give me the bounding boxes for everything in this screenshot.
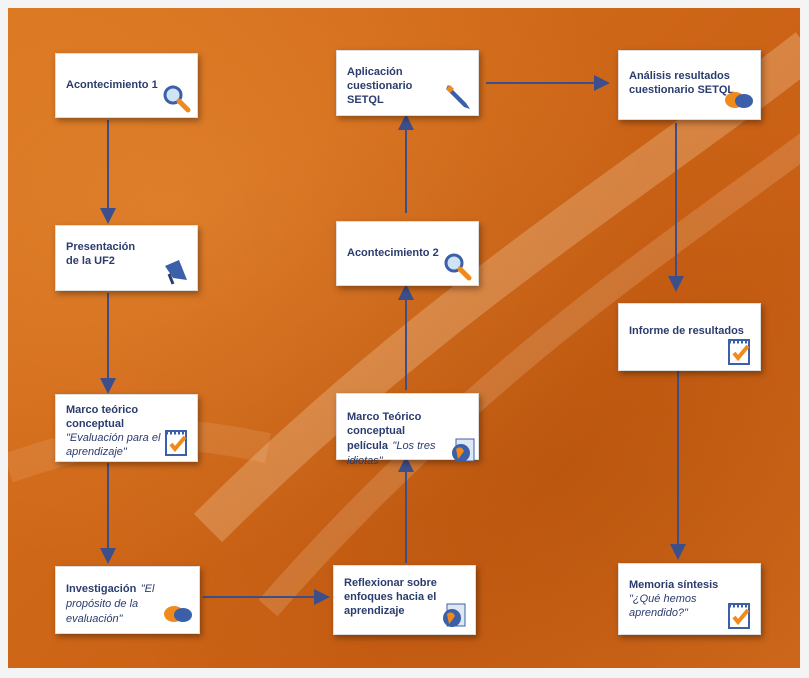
node-aplicacion-cuestionario: Aplicación cuestionario SETQL	[336, 50, 479, 116]
node-title: Presentación de la UF2	[66, 241, 136, 267]
node-presentacion-uf2: Presentación de la UF2	[55, 225, 198, 291]
globe-icon	[439, 600, 469, 630]
flow-arrows	[100, 75, 686, 605]
megaphone-icon	[161, 256, 191, 286]
node-title: Marco Teórico conceptual	[347, 411, 422, 437]
magnifier-icon	[442, 251, 472, 281]
node-informe-resultados: Informe de resultados	[618, 303, 761, 371]
notepad-check-icon	[161, 427, 191, 457]
node-title: Análisis resultados cuestionario SETQL	[629, 70, 735, 96]
chat-bubbles-icon	[163, 599, 193, 629]
node-marco-teorico-1: Marco teórico conceptual "Evaluación par…	[55, 394, 198, 462]
node-subtitle: "Los tres idiotas"	[347, 440, 436, 467]
node-title: Aplicación cuestionario SETQL	[347, 66, 413, 106]
globe-icon	[448, 435, 478, 465]
magnifier-icon	[161, 83, 191, 113]
node-subtitle: "Evaluación para el aprendizaje"	[66, 432, 161, 458]
node-marco-teorico-2: Marco Teórico conceptual película "Los t…	[336, 393, 479, 467]
node-title: Acontecimiento 2	[347, 247, 439, 259]
notepad-check-icon	[724, 336, 754, 366]
notepad-check-icon	[724, 600, 754, 630]
chat-bubbles-icon	[724, 85, 754, 115]
node-title: Informe de resultados	[629, 325, 744, 337]
diagram-canvas: Acontecimiento 1 Presentación de la UF2 …	[8, 8, 800, 668]
node-analisis-resultados: Análisis resultados cuestionario SETQL	[618, 50, 761, 120]
node-subtitle: "¿Qué hemos aprendido?"	[629, 593, 697, 619]
node-investigacion: Investigación "El propósito de la evalua…	[55, 566, 200, 634]
node-title: Memoria síntesis	[629, 579, 719, 591]
node-title: Marco teórico conceptual	[66, 404, 139, 430]
pencil-icon	[442, 81, 472, 111]
node-subtitle: "El propósito de la evaluación"	[66, 583, 155, 625]
node-title: Acontecimiento 1	[66, 79, 158, 91]
node-title-2: película	[347, 440, 388, 452]
node-acontecimiento-1: Acontecimiento 1	[55, 53, 198, 118]
node-reflexionar: Reflexionar sobre enfoques hacia el apre…	[333, 565, 476, 635]
node-acontecimiento-2: Acontecimiento 2	[336, 221, 479, 286]
node-title: Reflexionar sobre enfoques hacia el apre…	[344, 577, 437, 617]
node-memoria-sintesis: Memoria síntesis "¿Qué hemos aprendido?"	[618, 563, 761, 635]
node-title: Investigación	[66, 583, 137, 595]
